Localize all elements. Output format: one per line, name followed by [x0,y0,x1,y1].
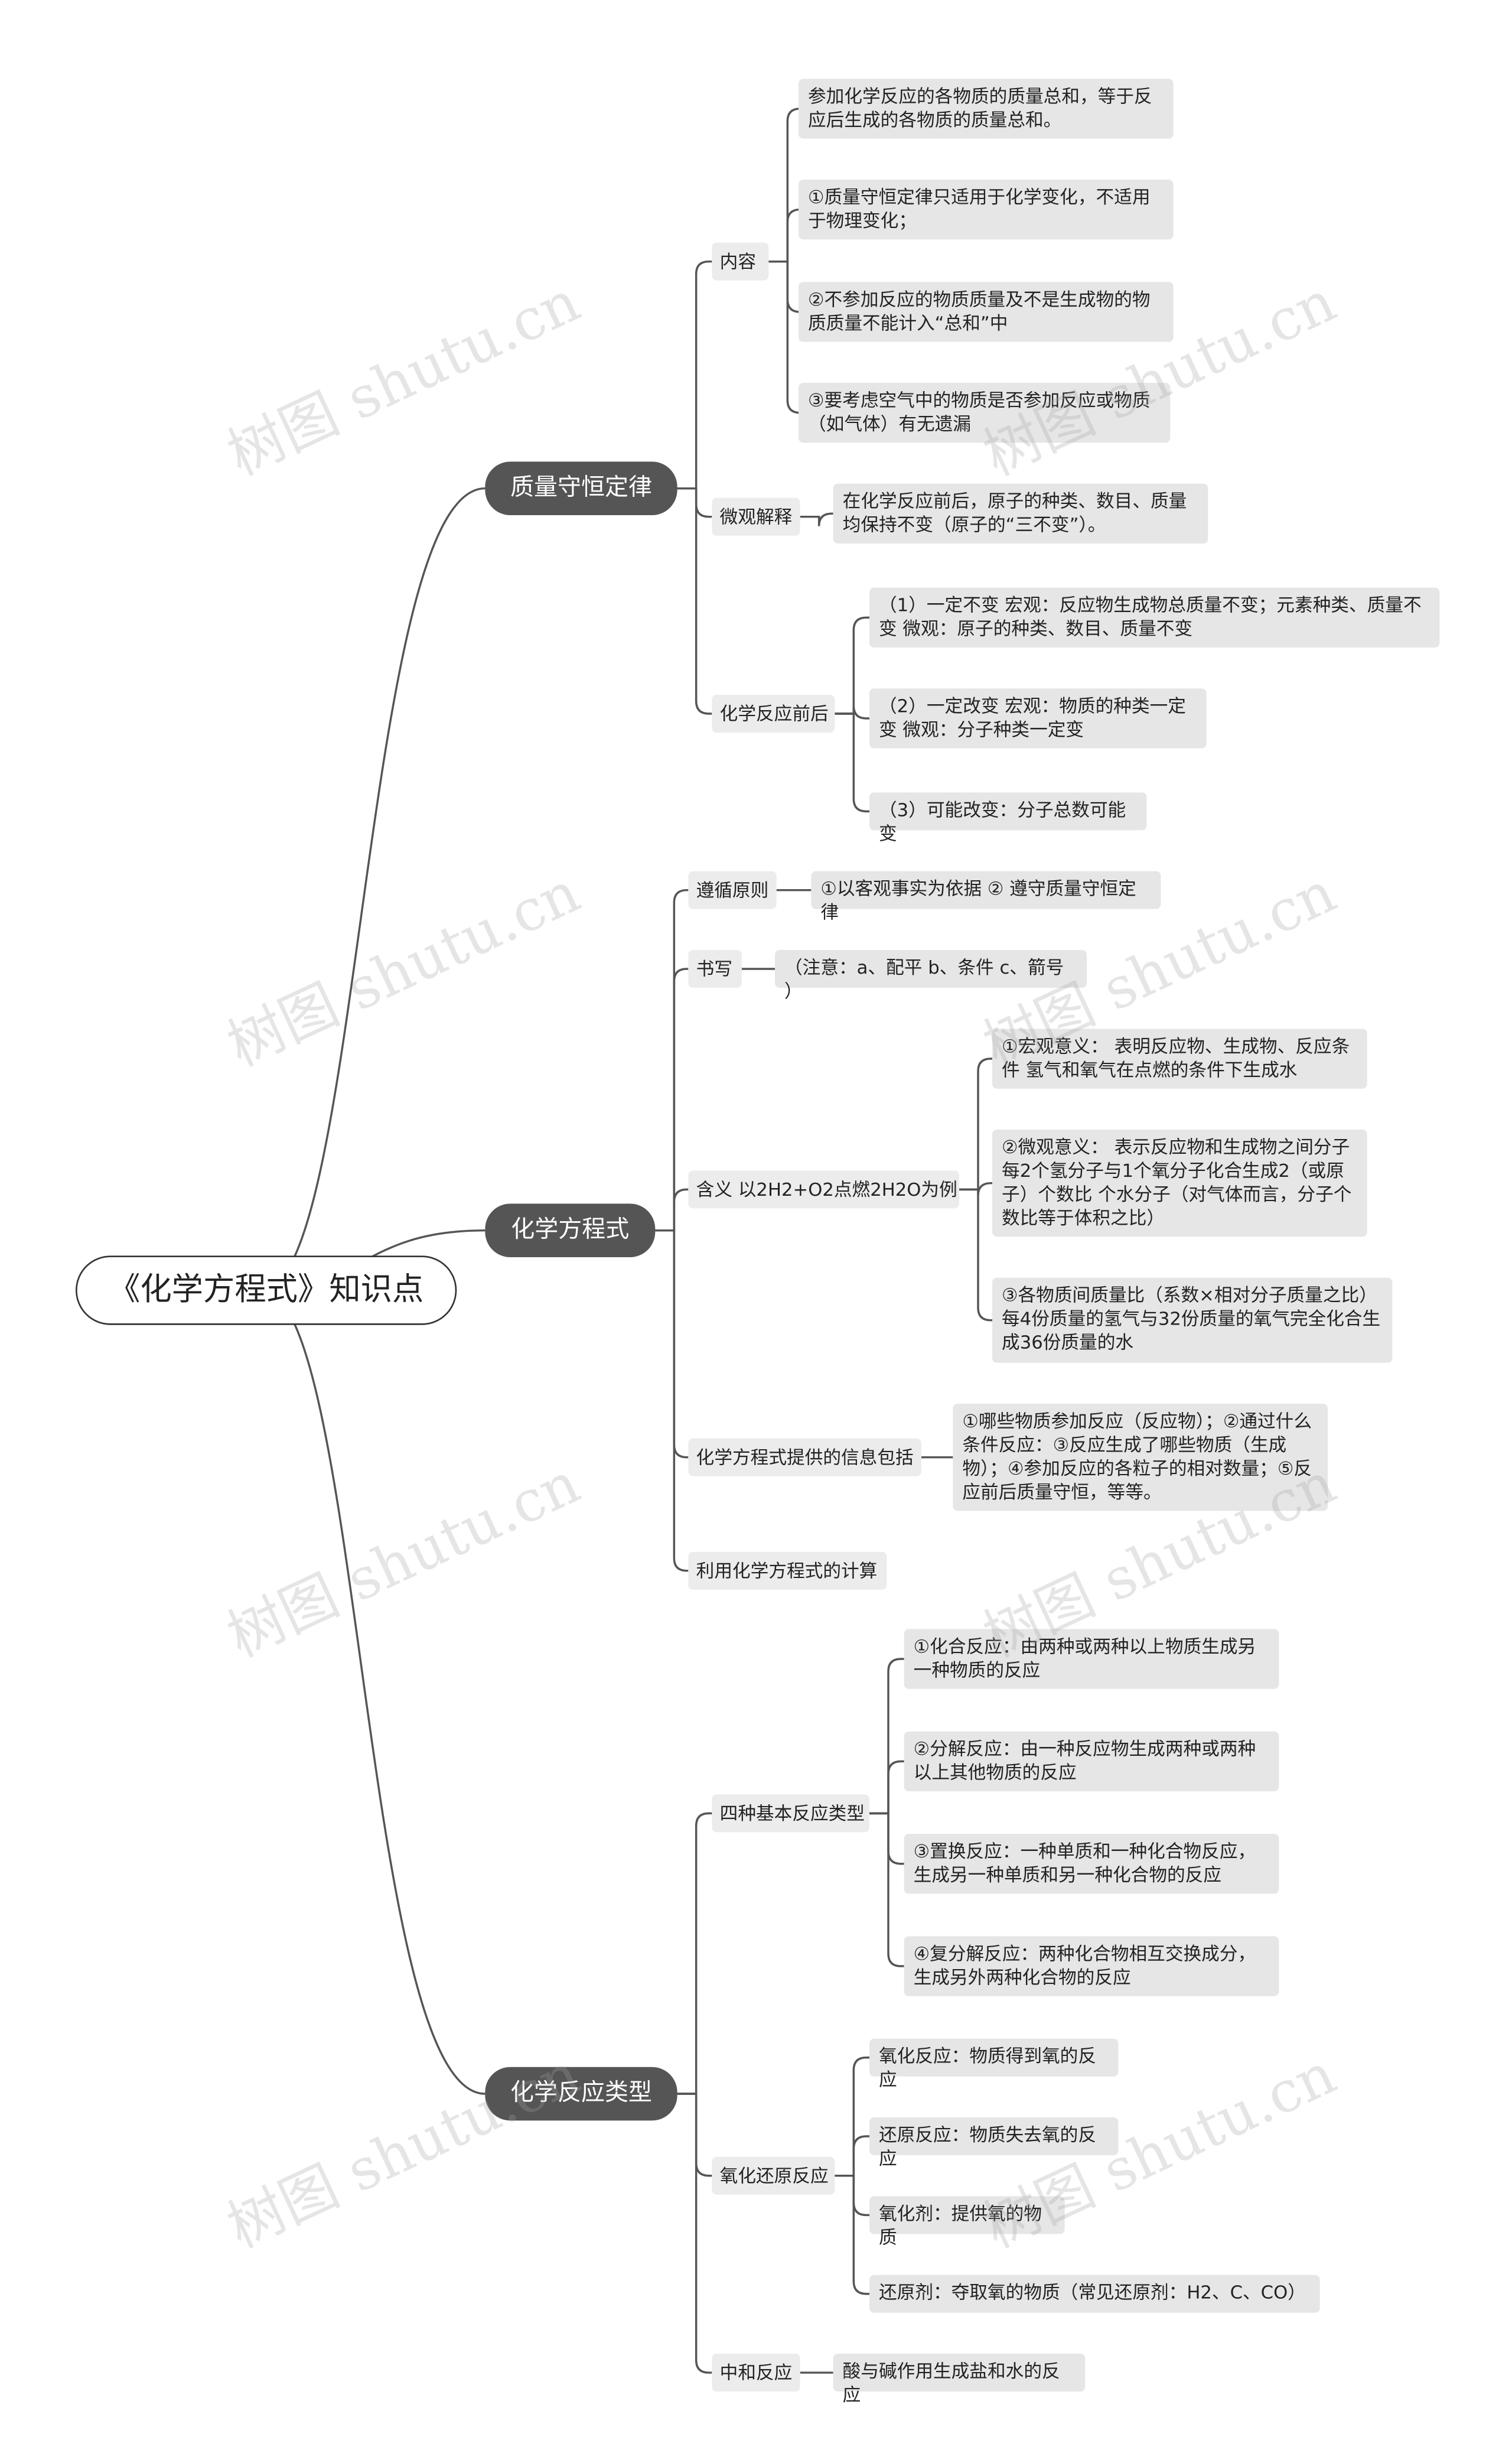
connector-line [768,260,800,414]
branch-conservation-of-mass[interactable]: 质量守恒定律 [485,461,677,516]
connector-line [959,1188,993,1322]
leaf-content-definition[interactable]: 参加化学反应的各物质的质量总和，等于反应后生成的各物质的质量总和。 [799,79,1174,139]
leaf-information[interactable]: ①哪些物质参加反应（反应物）；②通过什么条件反应：③反应生成了哪些物质（生成物）… [953,1404,1328,1511]
topic-before-after-reaction[interactable]: 化学反应前后 [712,695,835,733]
connector-line [835,712,870,813]
leaf-mass-ratio[interactable]: ③各物质间质量比（系数×相对分子质量之比） 每4份质量的氢气与32份质量的氧气完… [992,1277,1393,1363]
leaf-content-note-2[interactable]: ②不参加反应的物质质量及不是生成物的物质质量不能计入“总和”中 [799,282,1174,342]
connector-line [655,1229,689,1572]
connector-line [835,2056,870,2177]
root-topic[interactable]: 《化学方程式》知识点 [76,1255,457,1325]
leaf-combination[interactable]: ①化合反应：由两种或两种以上物质生成另一种物质的反应 [904,1629,1279,1689]
connector-line [869,1812,904,1865]
topic-redox[interactable]: 氧化还原反应 [712,2156,835,2195]
connector-line [869,1812,904,1967]
leaf-oxidation[interactable]: 氧化反应：物质得到氧的反应 [869,2038,1119,2091]
connector-line [655,1188,689,1232]
leaf-always-unchanged[interactable]: （1）一定不变 宏观：反应物生成物总质量不变；元素种类、质量不变 微观：原子的种… [869,587,1440,648]
leaf-reducer[interactable]: 还原剂：夺取氧的物质（常见还原剂：H2、C、CO） [869,2275,1320,2313]
topic-information[interactable]: 化学方程式提供的信息包括 [688,1438,922,1476]
leaf-oxidizer[interactable]: 氧化剂：提供氧的物质 [869,2196,1065,2248]
connector-line [655,889,689,1232]
leaf-content-note-1[interactable]: ①质量守恒定律只适用于化学变化，不适用于物理变化； [799,180,1174,240]
topic-meaning[interactable]: 含义 以2H2+O2点燃2H2O为例 [688,1170,960,1209]
leaf-writing[interactable]: （注意：a、配平 b、条件 c、箭号 ） [775,950,1087,1002]
connector-line [959,1058,993,1191]
connector-line [835,2135,870,2177]
topic-principles[interactable]: 遵循原则 [688,871,777,909]
leaf-double-displacement[interactable]: ④复分解反应：两种化合物相互交换成分，生成另外两种化合物的反应 [904,1936,1279,1996]
leaf-macro-meaning[interactable]: ①宏观意义： 表明反应物、生成物、反应条件 氢气和氧气在点燃的条件下生成水 [992,1029,1367,1089]
branch-chemical-equation[interactable]: 化学方程式 [485,1203,656,1258]
connector-line [768,260,800,313]
leaf-decomposition[interactable]: ②分解反应：由一种反应物生成两种或两种以上其他物质的反应 [904,1731,1279,1792]
leaf-neutralization[interactable]: 酸与碱作用生成盐和水的反应 [833,2354,1086,2406]
leaf-content-note-3[interactable]: ③要考虑空气中的物质是否参加反应或物质（如气体）有无遗漏 [799,383,1171,443]
leaf-reduction[interactable]: 还原反应：物质失去氧的反应 [869,2117,1119,2169]
connector-line [677,487,712,518]
topic-neutralization[interactable]: 中和反应 [712,2354,800,2392]
leaf-always-changed[interactable]: （2）一定改变 宏观：物质的种类一定变 微观：分子种类一定变 [869,688,1207,749]
leaf-micro-meaning[interactable]: ②微观意义： 表示反应物和生成物之间分子 每2个氢分子与1个氧分子化合生成2（或… [992,1130,1367,1237]
connector-line [677,2093,712,2177]
connector-line [835,616,870,715]
connector-line [677,2093,712,2374]
connector-line [655,1229,689,1459]
leaf-principles[interactable]: ①以客观事实为依据 ② 遵守质量守恒定律 [811,871,1161,923]
connector-line [261,1289,485,2095]
connector-line [768,108,800,263]
connector-line [835,705,870,720]
connector-line [869,1760,904,1815]
leaf-may-change[interactable]: （3）可能改变：分子总数可能变 [869,792,1147,844]
connector-line [261,487,485,1291]
connector-line [835,2174,870,2295]
connector-line [677,1812,712,2095]
connector-line [677,260,712,490]
connector-line [869,1658,904,1815]
topic-four-basic-types[interactable]: 四种基本反应类型 [712,1794,870,1833]
connector-line [768,208,800,263]
connector-line [677,487,712,715]
connector-line [835,2174,870,2217]
topic-micro-explanation[interactable]: 微观解释 [712,497,800,536]
topic-writing[interactable]: 书写 [688,950,742,988]
connector-line [800,512,833,526]
leaf-displacement[interactable]: ③置换反应：一种单质和一种化合物反应，生成另一种单质和另一种化合物的反应 [904,1834,1279,1894]
connector-line [655,968,689,1232]
topic-calculation[interactable]: 利用化学方程式的计算 [688,1551,887,1590]
topic-content[interactable]: 内容 [712,242,769,281]
leaf-micro-explanation[interactable]: 在化学反应前后，原子的种类、数目、质量均保持不变（原子的“三不变”）。 [833,483,1208,544]
branch-reaction-types[interactable]: 化学反应类型 [485,2067,677,2121]
